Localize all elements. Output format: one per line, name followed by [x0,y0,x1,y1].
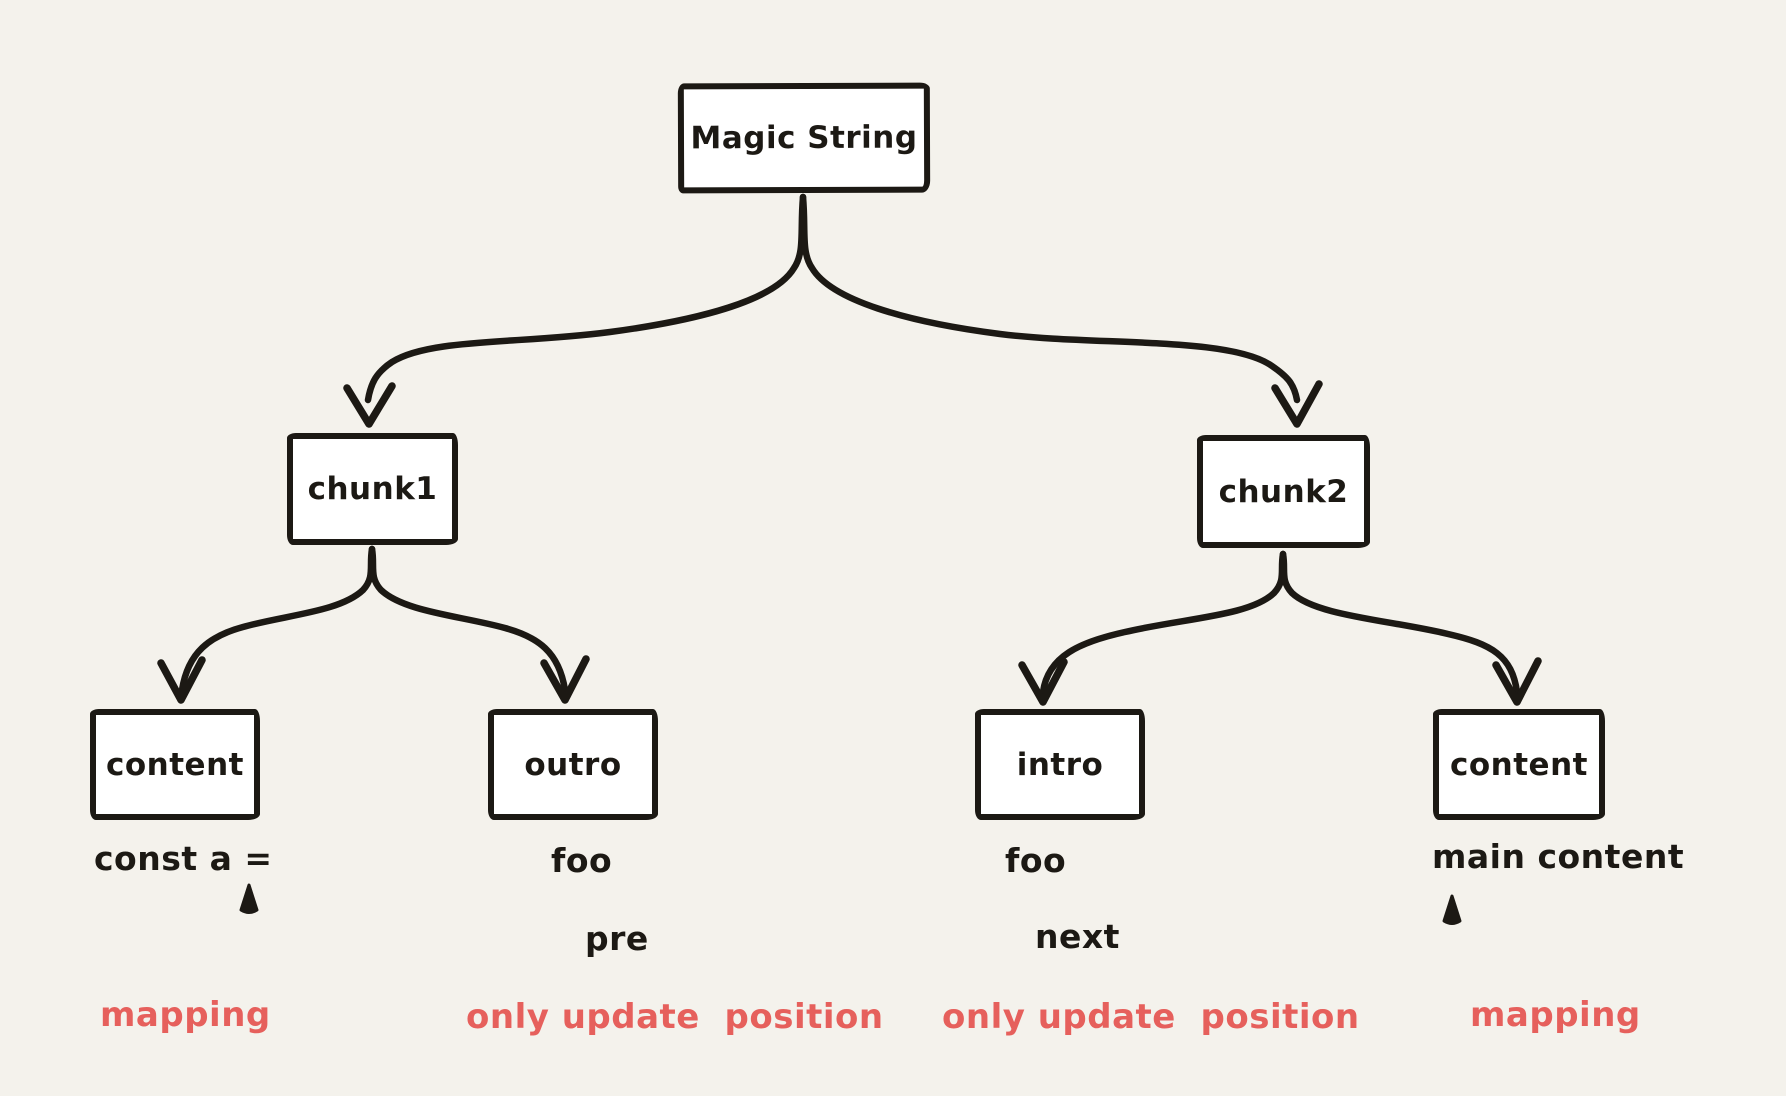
note-mapping-left: mapping [100,995,271,1035]
node-outro-label: outro [524,746,622,783]
node-chunk1: chunk1 [287,433,458,545]
note-only-update-position-left: only update position [466,997,884,1037]
arrowhead-chunk1-icon [343,382,396,428]
node-chunk1-label: chunk1 [307,471,438,507]
arrow-root-to-chunk1 [364,193,807,404]
note-mapping-right: mapping [1470,995,1641,1035]
node-content-left: content [90,709,260,820]
arrow-chunk1-to-content [178,545,376,694]
node-content-left-label: content [106,746,244,783]
node-magic-string-label: Magic String [690,119,918,157]
node-magic-string: Magic String [677,82,931,194]
value-outro-2: pre [585,919,649,958]
node-content-right: content [1433,709,1605,820]
arrowhead-content-left-icon [157,656,206,704]
arrow-chunk2-to-content [1279,550,1521,696]
arrowhead-chunk2-icon [1271,380,1323,428]
value-intro-2: next [1035,917,1120,956]
text-cursor-caret-right-icon [1442,894,1462,925]
node-chunk2: chunk2 [1197,435,1370,548]
node-content-right-label: content [1450,746,1588,783]
value-intro: foo [1005,841,1067,880]
node-chunk2-label: chunk2 [1218,473,1349,510]
text-cursor-caret-left-icon [239,883,259,914]
value-content-left: const a = [94,839,273,878]
arrow-chunk2-to-intro [1039,550,1287,696]
node-intro-label: intro [1016,746,1104,783]
arrowhead-intro-icon [1018,658,1068,706]
node-intro: intro [975,709,1145,820]
arrow-chunk1-to-outro [368,545,569,694]
node-outro: outro [488,709,658,820]
arrowhead-content-right-icon [1492,657,1542,706]
arrowhead-outro-icon [540,655,590,704]
arrow-root-to-chunk2 [799,193,1301,404]
value-outro: foo [551,841,613,880]
note-only-update-position-right: only update position [942,997,1360,1037]
value-content-right: main content [1432,837,1685,876]
